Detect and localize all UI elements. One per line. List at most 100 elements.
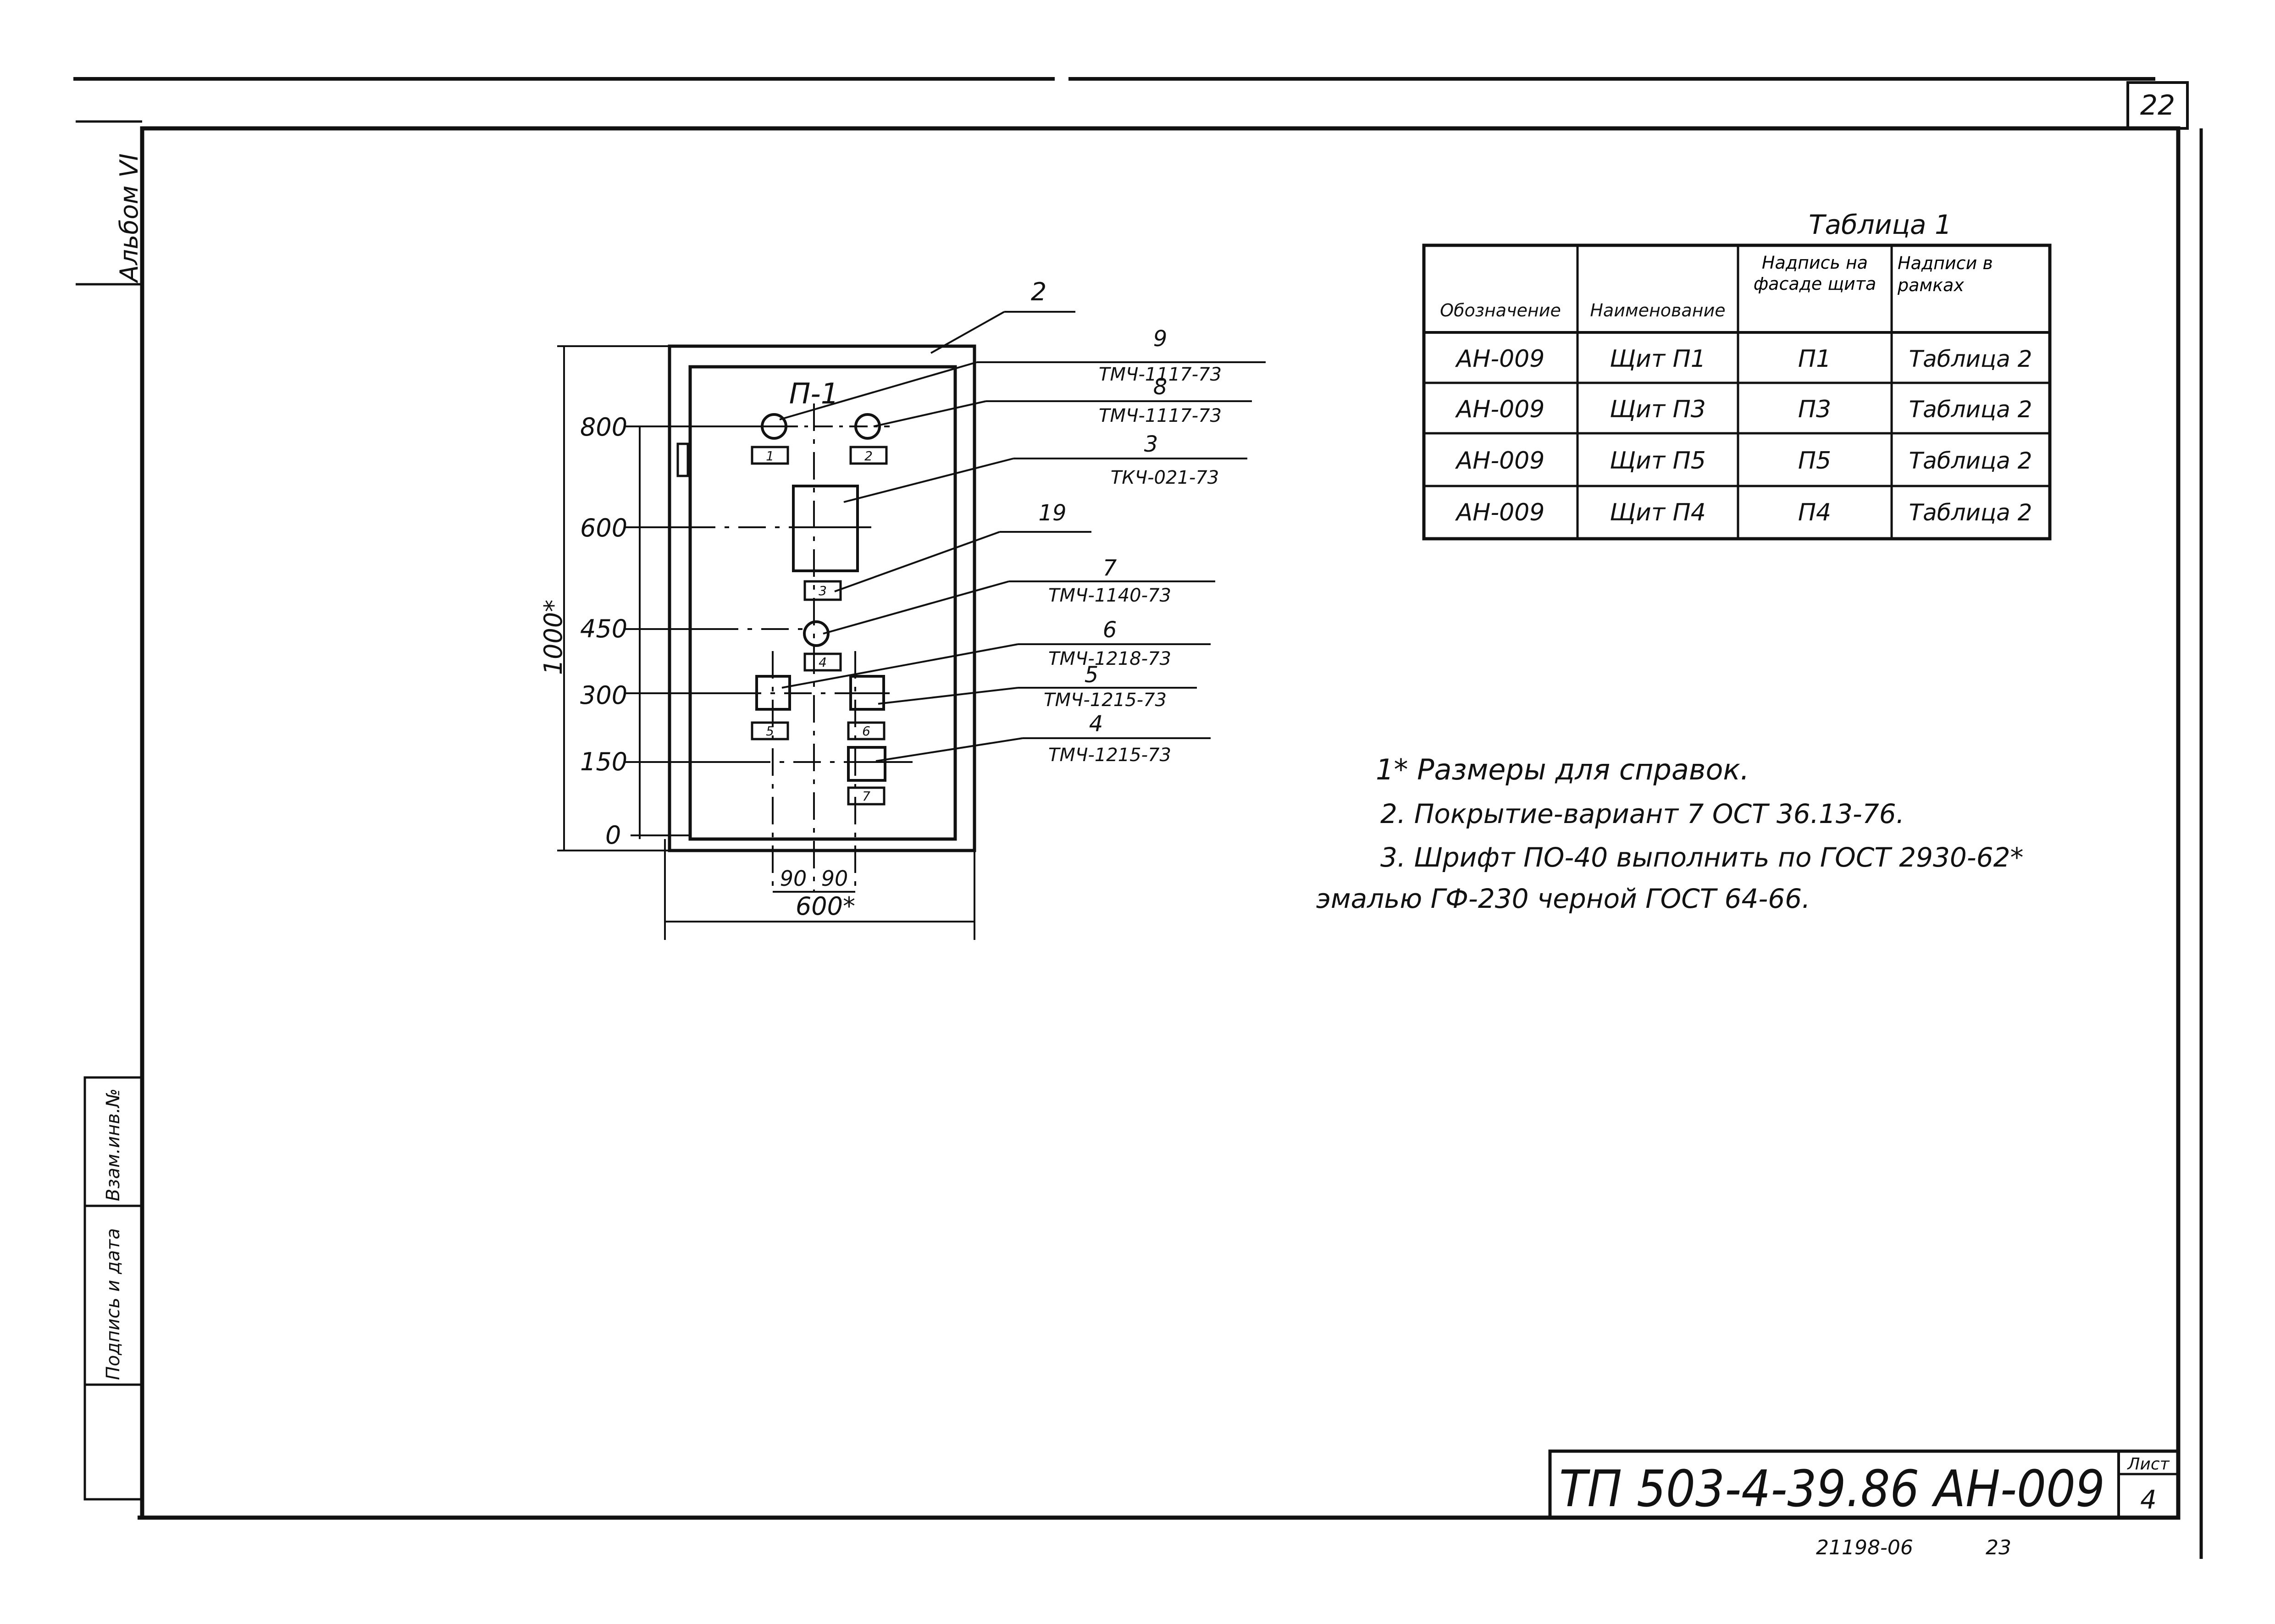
label-frame-2 (849, 446, 888, 465)
svg-text:8: 8 (1153, 374, 1168, 400)
svg-text:П4: П4 (1798, 499, 1831, 526)
level-450: 450 (580, 614, 807, 643)
svg-text:Таблица 2: Таблица 2 (1909, 346, 2032, 372)
note-2: 2. Покрытие-вариант 7 ОСТ 36.13-76. (1380, 798, 1904, 829)
svg-text:ТМЧ-1117-73: ТМЧ-1117-73 (1099, 364, 1222, 385)
level-600: 600 (580, 514, 871, 542)
width-dim-value: 600* (796, 892, 855, 921)
svg-text:ТМЧ-1140-73: ТМЧ-1140-73 (1048, 585, 1171, 606)
spacing-left: 90 (780, 866, 807, 891)
svg-text:6: 6 (862, 724, 870, 739)
stamp-signature-date: Подпись и дата (103, 1228, 124, 1380)
cabinet-outline (668, 344, 976, 852)
svg-text:600: 600 (580, 514, 627, 542)
table-header-frames: Надписи в рамках (1898, 253, 1993, 295)
table-row: АН-009 Щит П5 П5 Таблица 2 (1455, 447, 2032, 475)
title-block: ТП 503-4-39.86 АН-009 Лист 4 (1548, 1449, 2180, 1519)
label-frame-6 (847, 721, 886, 740)
stamp-box (83, 1076, 144, 1501)
door-handle (676, 442, 689, 477)
level-0: 0 (605, 821, 690, 850)
svg-text:ТМЧ-1117-73: ТМЧ-1117-73 (1099, 405, 1222, 426)
svg-text:Щит П3: Щит П3 (1610, 396, 1706, 423)
svg-text:АН-009: АН-009 (1455, 345, 1545, 373)
svg-text:АН-009: АН-009 (1455, 499, 1545, 526)
callout-3: 3 ТКЧ-021-73 (843, 431, 1247, 503)
lamp-7 (803, 620, 830, 647)
level-300: 300 (580, 681, 890, 710)
svg-text:0: 0 (605, 821, 621, 850)
note-1: 1* Размеры для справок. (1376, 753, 1749, 786)
svg-text:300: 300 (580, 681, 627, 710)
svg-text:3: 3 (819, 583, 827, 598)
svg-text:П1: П1 (1798, 345, 1831, 373)
svg-text:7: 7 (862, 789, 870, 804)
switch-4 (847, 746, 886, 782)
level-800: 800 (580, 413, 890, 442)
svg-text:19: 19 (1038, 500, 1066, 526)
callout-19: 19 (834, 500, 1091, 592)
lamp-9 (761, 413, 787, 440)
table-row: АН-009 Щит П3 П3 Таблица 2 (1455, 396, 2032, 423)
panel-drawing: П-1 1000* 800 600 450 300 150 0 (539, 277, 1266, 940)
lamp-8 (854, 413, 881, 440)
table-caption: Таблица 1 (1809, 209, 1952, 240)
table-header-designation: Обозначение (1440, 300, 1561, 320)
table-row: АН-009 Щит П4 П4 Таблица 2 (1455, 499, 2032, 526)
note-3-cont: эмалью ГФ-230 черной ГОСТ 64-66. (1316, 883, 1810, 914)
svg-text:ТКЧ-021-73: ТКЧ-021-73 (1111, 467, 1219, 488)
svg-text:ТМЧ-1215-73: ТМЧ-1215-73 (1044, 690, 1167, 711)
spacing-right: 90 (821, 866, 848, 891)
note-3: 3. Шрифт ПО-40 выполнить по ГОСТ 2930-62… (1380, 842, 2024, 873)
level-150: 150 (580, 747, 913, 776)
switch-6 (755, 675, 791, 711)
svg-text:АН-009: АН-009 (1455, 447, 1545, 475)
svg-text:Таблица 2: Таблица 2 (1909, 499, 2032, 526)
instrument-3 (792, 485, 859, 572)
callout-8: 8 ТМЧ-1117-73 (873, 374, 1252, 427)
svg-text:П3: П3 (1798, 396, 1831, 423)
tag-2: 2 (1031, 277, 1046, 306)
table-row: АН-009 Щит П1 П1 Таблица 2 (1455, 345, 2032, 373)
svg-text:ТМЧ-1218-73: ТМЧ-1218-73 (1048, 648, 1171, 669)
svg-text:450: 450 (580, 614, 627, 643)
svg-text:5: 5 (1085, 662, 1099, 688)
svg-text:9: 9 (1153, 326, 1168, 352)
footer-code: 21198-06 (1816, 1536, 1913, 1559)
callout-6: 6 ТМЧ-1218-73 (781, 617, 1211, 689)
label-frame-1 (751, 446, 789, 465)
svg-text:7: 7 (1103, 555, 1117, 581)
sheet-value: 4 (2140, 1485, 2157, 1515)
svg-text:150: 150 (580, 747, 627, 776)
svg-text:5: 5 (766, 724, 774, 739)
svg-text:Щит П5: Щит П5 (1610, 447, 1706, 475)
svg-text:4: 4 (1089, 711, 1103, 737)
svg-text:ТМЧ-1215-73: ТМЧ-1215-73 (1048, 745, 1171, 766)
label-frame-5 (751, 721, 789, 740)
svg-text:2: 2 (864, 448, 873, 464)
svg-text:Таблица 2: Таблица 2 (1909, 447, 2032, 474)
svg-text:3: 3 (1144, 431, 1158, 457)
svg-text:4: 4 (819, 655, 827, 670)
svg-text:АН-009: АН-009 (1455, 396, 1545, 423)
svg-text:800: 800 (580, 413, 627, 442)
notes: 1* Размеры для справок. 2. Покрытие-вари… (1316, 753, 2024, 914)
callout-5: 5 ТМЧ-1215-73 (878, 662, 1197, 711)
sheet-label: Лист (2126, 1455, 2170, 1474)
footer-page: 23 (1986, 1536, 2011, 1559)
svg-text:1: 1 (766, 448, 774, 464)
tag-2-leader (930, 311, 1005, 354)
svg-text:Таблица 2: Таблица 2 (1909, 396, 2032, 423)
svg-text:6: 6 (1103, 617, 1117, 643)
label-frame-7 (847, 786, 886, 806)
callout-4: 4 ТМЧ-1215-73 (875, 711, 1211, 766)
switch-5 (849, 675, 885, 711)
cabinet-door (688, 365, 957, 841)
stamp-replace-inv: Взам.инв.№ (103, 1088, 124, 1201)
height-dim-value: 1000* (539, 600, 568, 675)
callout-7: 7 ТМЧ-1140-73 (823, 555, 1215, 635)
table-header-facade: Надпись на фасаде щита (1754, 253, 1876, 294)
title-code: ТП 503-4-39.86 АН-009 (1559, 1459, 2105, 1518)
table-1: Таблица 1 Обозначение Наименование Надпи… (1422, 209, 2052, 541)
